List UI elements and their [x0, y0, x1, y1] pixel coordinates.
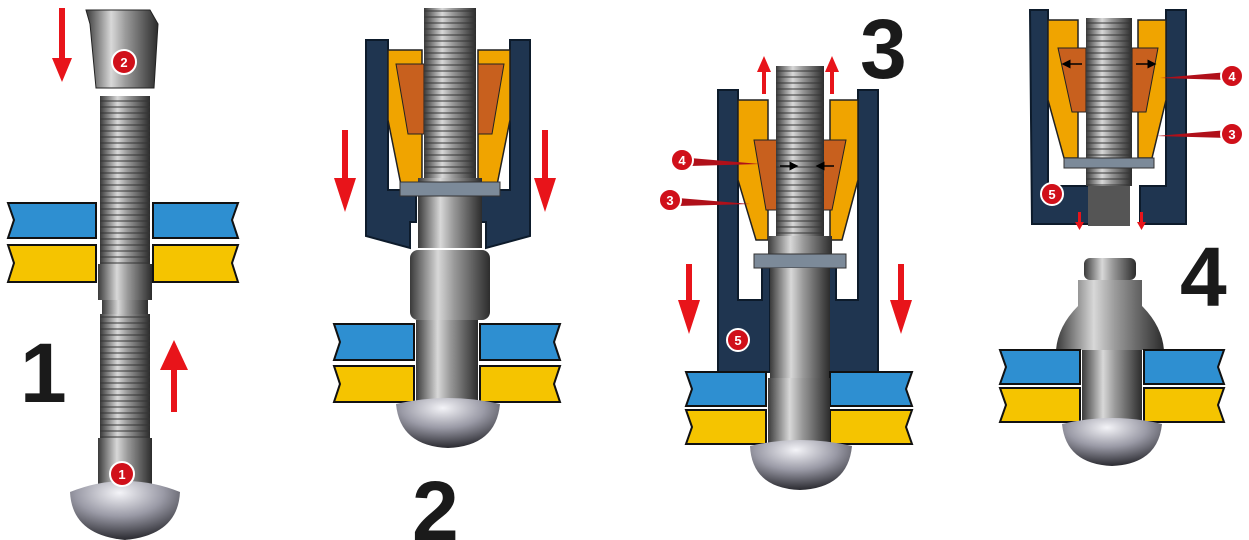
down-arrow: [334, 130, 356, 212]
sheet-top-right: [479, 323, 562, 361]
step-4-label: 4: [1180, 230, 1227, 324]
down-arrow: [534, 130, 556, 212]
step-2-group: 2: [332, 8, 562, 540]
svg-text:3: 3: [666, 193, 673, 208]
down-arrow: [678, 264, 700, 334]
callout-badge-4: 4: [670, 148, 694, 172]
callout-badge-3: 3: [658, 188, 682, 212]
collet: [737, 99, 769, 241]
sheet-bottom-left: [998, 387, 1081, 423]
step-3-group: 4 3 5 3: [658, 2, 914, 490]
up-arrow: [160, 340, 188, 412]
rivet-head: [1062, 418, 1162, 466]
callout-badge-4: 4: [1220, 64, 1244, 88]
rivet-head: [750, 440, 852, 490]
svg-text:5: 5: [1048, 187, 1055, 202]
down-arrow: [890, 264, 912, 334]
callout-badge-3: 3: [1220, 122, 1244, 146]
rivet-head: [70, 481, 180, 540]
up-arrow: [825, 56, 839, 94]
down-arrow: [52, 8, 72, 82]
up-arrow: [757, 56, 771, 94]
svg-text:5: 5: [734, 333, 741, 348]
svg-text:1: 1: [118, 467, 125, 482]
collar-part: [85, 9, 159, 89]
sheet-top-left: [684, 371, 767, 407]
sheet-bottom-left: [684, 409, 767, 445]
sheet-top-left: [6, 202, 97, 239]
sheet-top-right: [152, 202, 240, 239]
callout-badge-1: 1: [109, 461, 135, 487]
svg-text:2: 2: [120, 55, 127, 70]
step-2-label: 2: [412, 464, 459, 540]
callout-badge-5: 5: [726, 328, 750, 352]
rivet-head: [396, 398, 500, 448]
step-4-group: 4 3 5 4: [998, 9, 1244, 466]
sheet-top-right: [1143, 349, 1226, 385]
step-1-label: 1: [20, 326, 67, 420]
sheet-top-left: [332, 323, 415, 361]
svg-text:4: 4: [678, 153, 686, 168]
step-1-group: 1 2 1: [6, 8, 240, 540]
sheet-bottom-right: [479, 365, 562, 403]
sheet-top-left: [998, 349, 1081, 385]
step-3-label: 3: [860, 2, 907, 96]
sheet-bottom-right: [1143, 387, 1226, 423]
sheet-bottom-right: [829, 409, 914, 445]
sheet-bottom-left: [332, 365, 415, 403]
sheet-bottom-right: [152, 244, 240, 283]
callout-badge-2: 2: [111, 49, 137, 75]
sheet-top-right: [829, 371, 914, 407]
svg-text:3: 3: [1228, 127, 1235, 142]
sheet-bottom-left: [6, 244, 97, 283]
svg-text:4: 4: [1228, 69, 1236, 84]
callout-badge-5: 5: [1040, 182, 1064, 206]
